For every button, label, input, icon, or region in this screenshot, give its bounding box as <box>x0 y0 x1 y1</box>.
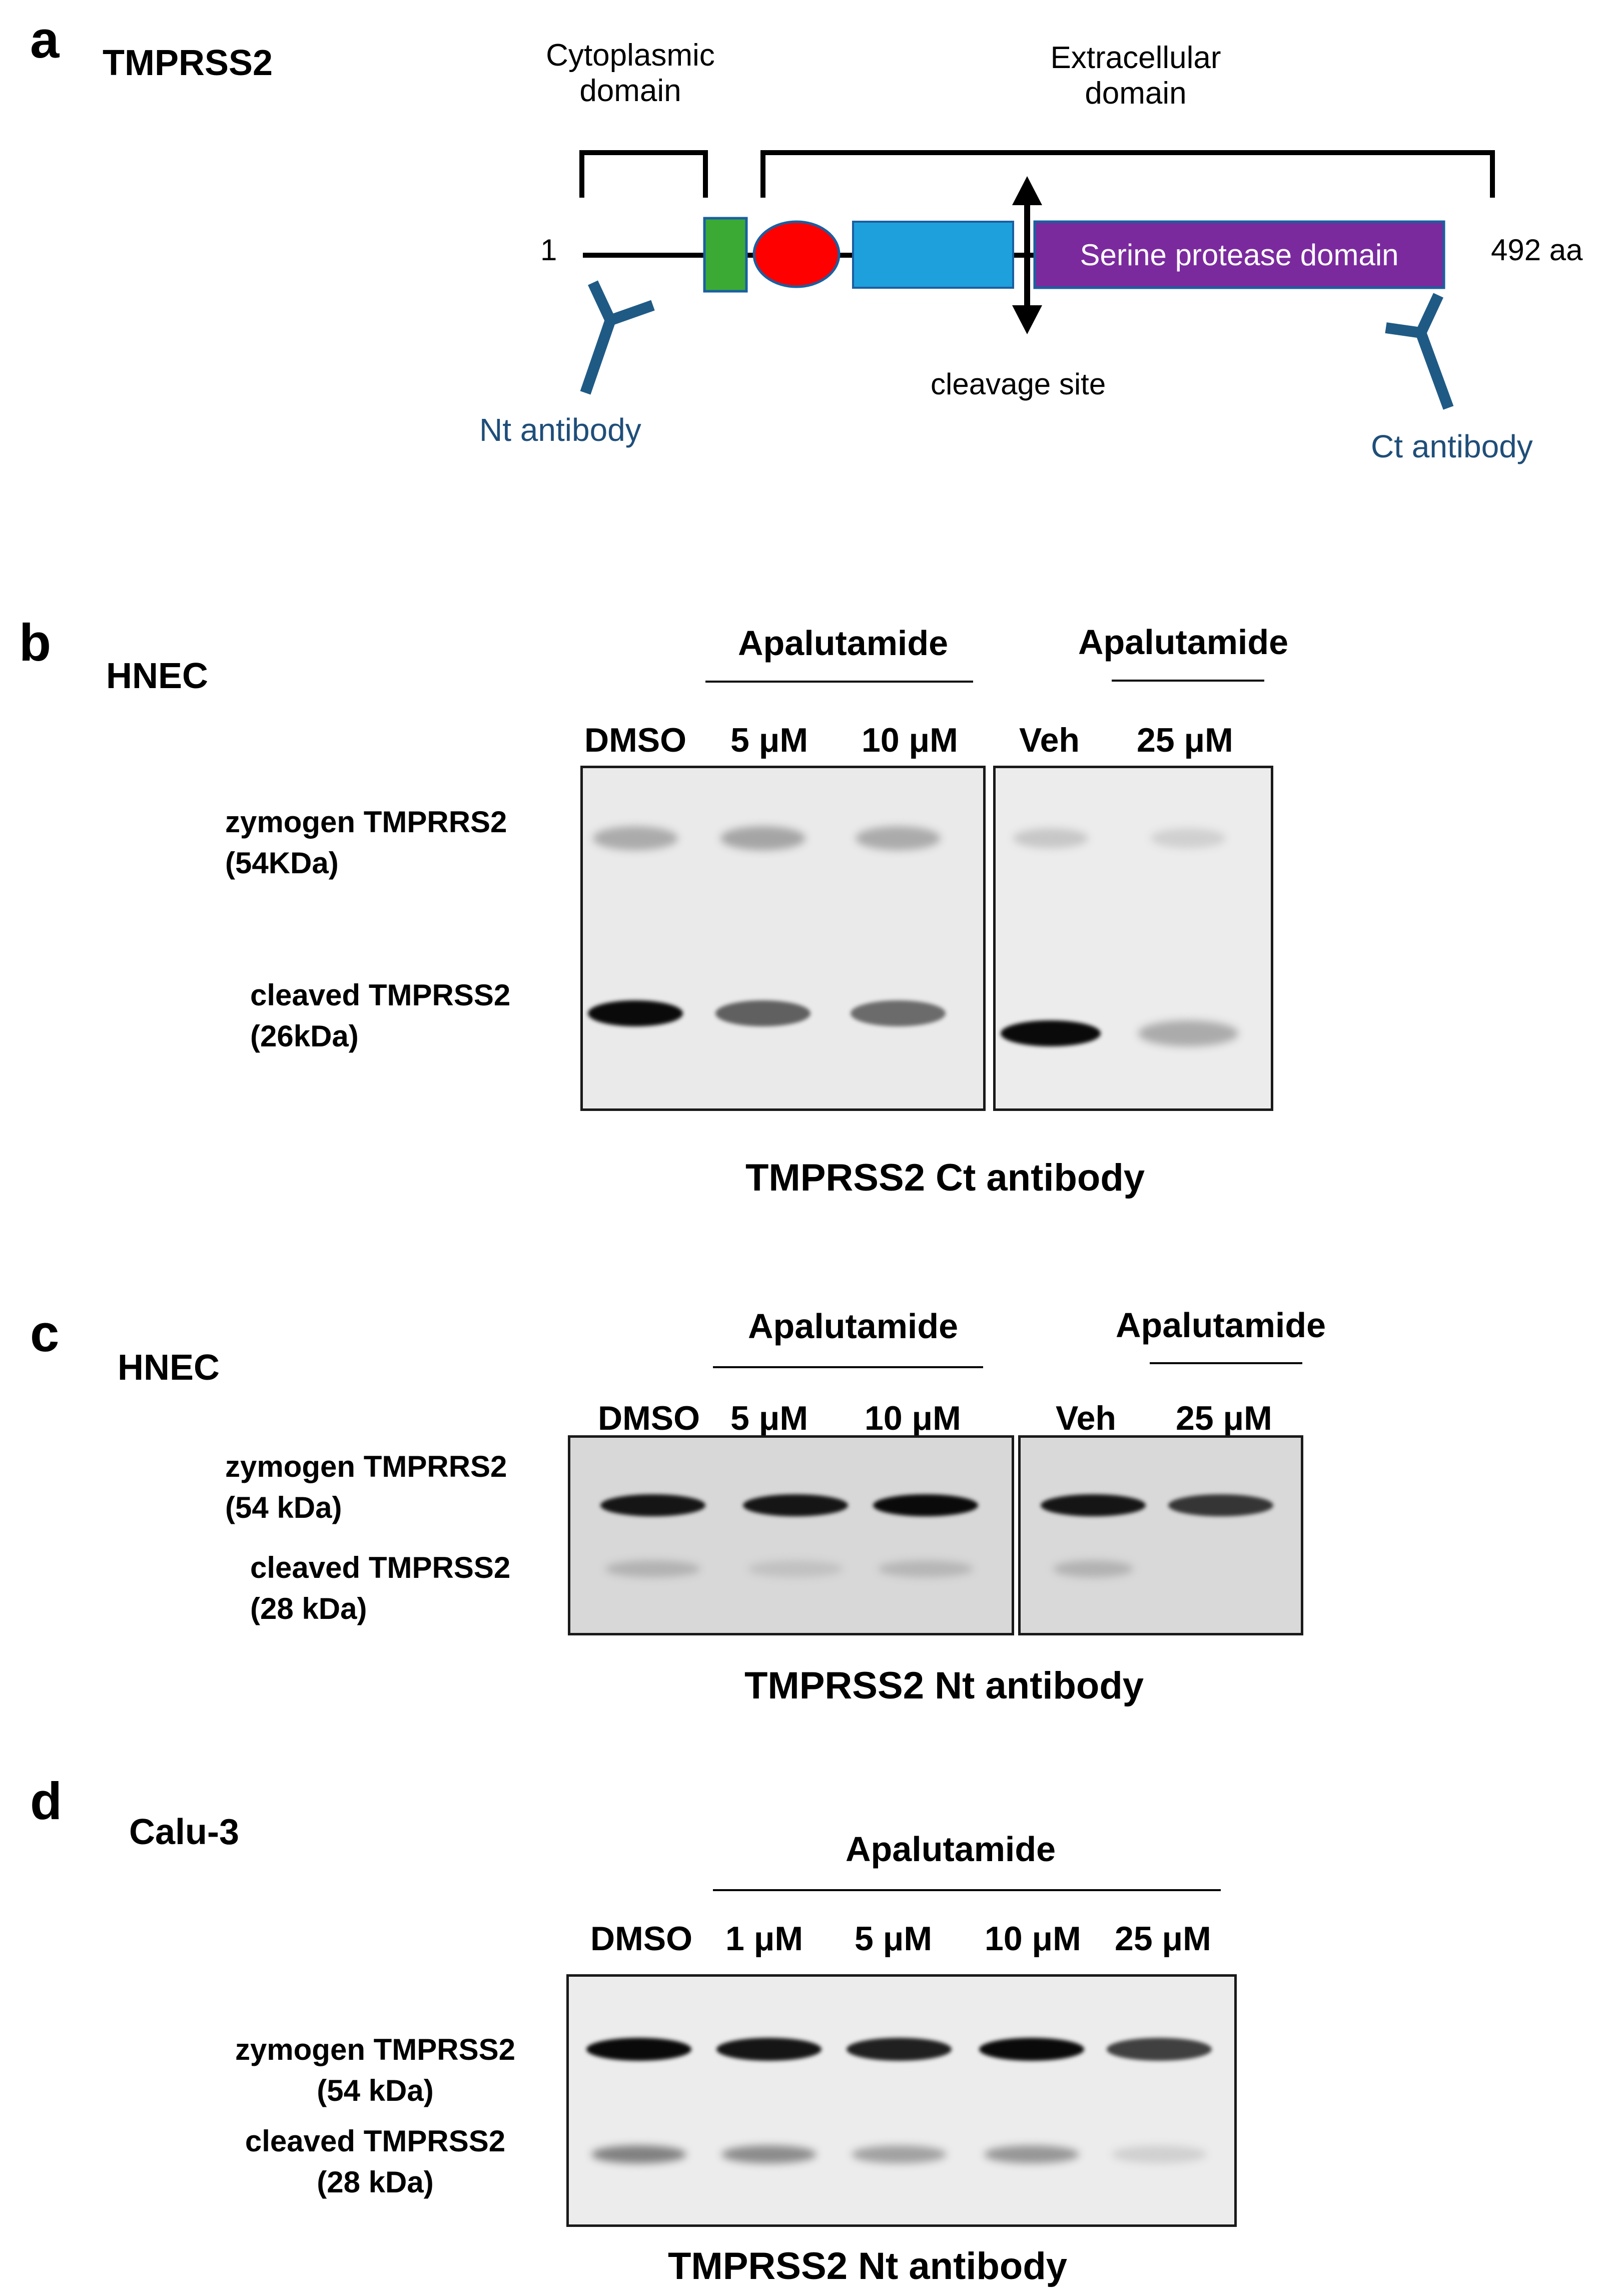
panel-a-letter: a <box>30 11 60 69</box>
panel-c-cleaved-band <box>748 1560 843 1577</box>
panel-d-cleaved-band <box>591 2145 686 2163</box>
ct-antibody-icon <box>1385 293 1454 410</box>
panel-c-zymogen-band <box>743 1494 848 1516</box>
panel-b-lane-1: DMSO <box>584 721 686 759</box>
panel-c-treatment-2: Apalutamide <box>1116 1306 1326 1345</box>
panel-b-letter: b <box>19 614 52 672</box>
extracellular-bracket <box>760 150 1495 198</box>
nt-antibody-label: Nt antibody <box>479 412 641 448</box>
panel-b-cleaved-band <box>1138 1020 1238 1046</box>
panel-c-cleaved-label: cleaved TMPRSS2 (28 kDa) <box>250 1551 511 1625</box>
ldla-domain <box>752 220 841 288</box>
srcr-domain <box>852 221 1014 289</box>
transmembrane-domain <box>703 217 748 293</box>
panel-b-cell: HNEC <box>106 656 209 696</box>
panel-c-letter: c <box>30 1304 60 1363</box>
panel-d-cleaved-band <box>984 2145 1079 2163</box>
panel-d-treatment-bar <box>713 1889 1221 1891</box>
panel-b-treatment-2-bar <box>1112 680 1264 682</box>
panel-d-lane-5: 25 μM <box>1115 1920 1211 1958</box>
panel-d-lane-4: 10 μM <box>985 1920 1081 1958</box>
panel-d-lane-1: DMSO <box>590 1920 692 1958</box>
panel-b-treatment-1-bar <box>705 681 973 683</box>
end-residue: 492 aa <box>1491 233 1583 267</box>
panel-c-cleaved-band <box>605 1560 700 1577</box>
cytoplasmic-bracket <box>579 150 708 198</box>
panel-c-lane-4: Veh <box>1056 1399 1116 1437</box>
panel-d-zymogen-band <box>586 2038 691 2061</box>
panel-d-blot <box>566 1974 1237 2227</box>
panel-b-lane-2: 5 μM <box>730 721 808 759</box>
cleavage-arrow-head-up <box>1012 176 1042 205</box>
panel-b-cleaved-band <box>715 1000 811 1026</box>
start-residue: 1 <box>540 233 557 267</box>
panel-d-cleaved-band <box>852 2145 947 2163</box>
panel-c-cleaved-band <box>878 1560 973 1577</box>
protein-title: TMPRSS2 <box>103 43 273 83</box>
panel-c-lane-1: DMSO <box>598 1399 700 1437</box>
serine-domain-label: Serine protease domain <box>1080 238 1399 272</box>
panel-b-cleaved-band <box>851 1000 946 1026</box>
panel-c-cell: HNEC <box>118 1348 220 1388</box>
panel-d-zymogen-band <box>1107 2038 1212 2061</box>
panel-b-treatment-1: Apalutamide <box>738 624 949 663</box>
domain-diagram <box>579 150 1495 410</box>
panel-d-treatment: Apalutamide <box>846 1830 1056 1869</box>
panel-b-zymogen-band <box>720 826 806 850</box>
panel-b-zymogen-band <box>593 826 678 850</box>
panel-c-zymogen-band <box>1168 1494 1273 1516</box>
panel-c-treatment-1-bar <box>713 1366 983 1368</box>
panel-d-zymogen-band <box>847 2038 952 2061</box>
panel-c-cleaved-band <box>1053 1560 1133 1577</box>
panel-d-lane-2: 1 μM <box>725 1920 803 1958</box>
panel-d-cleaved-band <box>721 2145 817 2163</box>
panel-b-zymogen-label: zymogen TMPRRS2 (54KDa) <box>225 805 507 880</box>
panel-d-antibody: TMPRSS2 Nt antibody <box>668 2245 1068 2287</box>
panel-d-cleaved-label: cleaved TMPRSS2 (28 kDa) <box>245 2124 506 2199</box>
serine-protease-domain <box>1033 220 1445 289</box>
panel-b-lane-4: Veh <box>1019 721 1080 759</box>
panel-b-zymogen-band <box>1151 828 1226 848</box>
panel-b-cleaved-band <box>1001 1020 1101 1046</box>
panel-d-cell: Calu-3 <box>129 1812 240 1852</box>
extracellular-label: Extracellular domain <box>1050 41 1221 111</box>
panel-b-zymogen-band <box>1013 828 1088 848</box>
panel-d-lane-3: 5 μM <box>855 1920 932 1958</box>
panel-c-zymogen-band <box>873 1494 978 1516</box>
panel-d-cleaved-band <box>1112 2145 1207 2163</box>
panel-b-treatment-2: Apalutamide <box>1078 623 1289 662</box>
panel-c-treatment-2-bar <box>1150 1362 1302 1364</box>
panel-c-lane-3: 10 μM <box>865 1399 961 1437</box>
panel-b-blot-1 <box>580 766 986 1111</box>
panel-d-letter: d <box>30 1772 63 1831</box>
panel-b-lane-3: 10 μM <box>862 721 958 759</box>
panel-c-lane-5: 25 μM <box>1176 1399 1272 1437</box>
panel-c-zymogen-band <box>1041 1494 1146 1516</box>
panel-c-zymogen-band <box>600 1494 705 1516</box>
panel-c-blot-1 <box>568 1435 1014 1635</box>
cleavage-site-label: cleavage site <box>931 367 1106 401</box>
panel-c-lane-2: 5 μM <box>730 1399 808 1437</box>
panel-b-lane-5: 25 μM <box>1137 721 1233 759</box>
cytoplasmic-label: Cytoplasmic domain <box>546 38 715 108</box>
panel-c-treatment-1: Apalutamide <box>748 1307 959 1346</box>
panel-b-cleaved-band <box>588 1000 683 1026</box>
panel-b-zymogen-band <box>856 826 941 850</box>
panel-b-antibody: TMPRSS2 Ct antibody <box>745 1157 1145 1199</box>
nt-antibody-icon <box>580 280 655 395</box>
panel-c-antibody: TMPRSS2 Nt antibody <box>744 1664 1144 1707</box>
panel-d-zymogen-label: zymogen TMPRSS2 (54 kDa) <box>235 2033 516 2107</box>
panel-d-zymogen-band <box>716 2038 822 2061</box>
panel-d-zymogen-band <box>979 2038 1084 2061</box>
panel-c-zymogen-label: zymogen TMPRRS2 (54 kDa) <box>225 1450 507 1524</box>
cleavage-arrow-head-down <box>1012 305 1042 334</box>
panel-b-cleaved-label: cleaved TMPRSS2 (26kDa) <box>250 978 511 1053</box>
panel-c-blot-2 <box>1018 1435 1303 1635</box>
panel-b-blot-2 <box>993 766 1273 1111</box>
ct-antibody-label: Ct antibody <box>1371 428 1533 464</box>
